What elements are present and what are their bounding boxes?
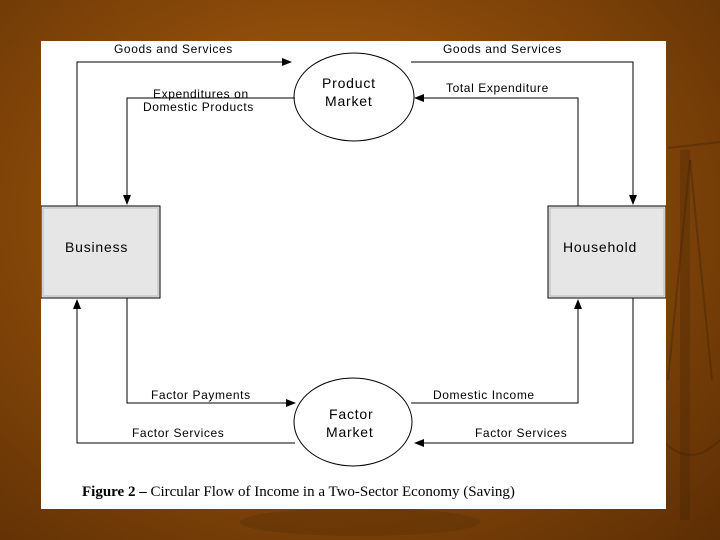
total-expenditure-arrow	[414, 94, 579, 206]
diagram-panel: Business Household Product Market Factor…	[41, 41, 666, 509]
figure-caption: Figure 2 – Circular Flow of Income in a …	[82, 484, 515, 500]
product-market-label-line1: Product	[322, 75, 376, 91]
expenditures-label-line1: Expenditures on	[153, 87, 249, 101]
factor-market-node: Factor Market	[293, 377, 413, 467]
expenditures-arrow	[123, 97, 295, 205]
business-box: Business	[41, 205, 161, 299]
factor-payments-arrow	[126, 298, 296, 407]
business-label: Business	[65, 239, 128, 255]
factor-services-right-label: Factor Services	[475, 426, 567, 440]
factor-payments-label: Factor Payments	[151, 388, 251, 402]
figure-caption-label: Figure 2 –	[82, 484, 147, 500]
circular-flow-diagram: Business Household Product Market Factor…	[41, 42, 666, 500]
factor-services-left-label: Factor Services	[132, 426, 224, 440]
product-market-label-line2: Market	[325, 93, 373, 109]
expenditures-label-line2: Domestic Products	[143, 100, 254, 114]
household-box: Household	[547, 205, 666, 299]
total-expenditure-label: Total Expenditure	[446, 81, 549, 95]
goods-services-right-arrow	[411, 61, 637, 205]
product-market-node: Product Market	[293, 52, 415, 142]
goods-services-left-label: Goods and Services	[114, 42, 233, 56]
factor-services-left-arrow	[73, 299, 295, 444]
factor-services-right-arrow	[414, 298, 634, 447]
goods-services-left-arrow	[76, 58, 292, 206]
domestic-income-arrow	[411, 299, 582, 404]
domestic-income-label: Domestic Income	[433, 388, 535, 402]
household-label: Household	[563, 239, 637, 255]
factor-market-label-line1: Factor	[329, 406, 373, 422]
factor-market-label-line2: Market	[326, 424, 374, 440]
figure-caption-text: Circular Flow of Income in a Two-Sector …	[147, 484, 515, 500]
goods-services-right-label: Goods and Services	[443, 42, 562, 56]
